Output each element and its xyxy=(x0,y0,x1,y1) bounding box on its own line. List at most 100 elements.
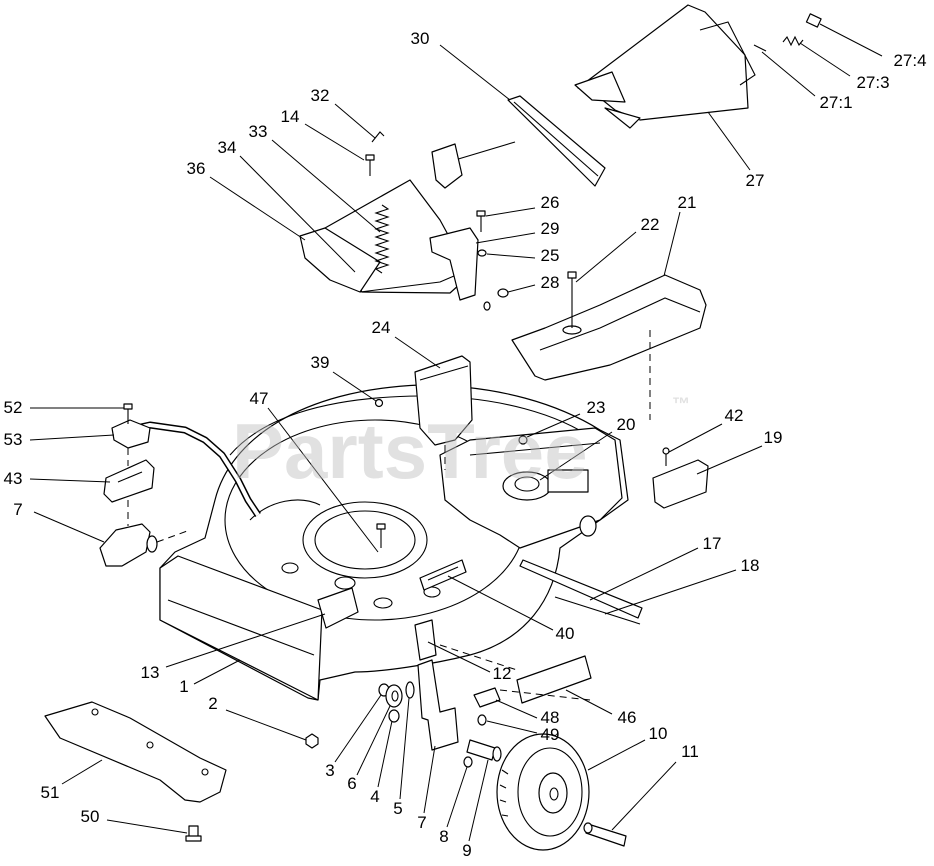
leader-46 xyxy=(565,689,613,715)
callout-50: 50 xyxy=(81,807,100,826)
leader-7-bottom xyxy=(423,745,436,814)
leader-39 xyxy=(332,371,377,402)
part-51-hole xyxy=(91,708,99,716)
deck-boss xyxy=(334,576,356,590)
leader-29 xyxy=(475,232,536,244)
wheel-axle-hole xyxy=(549,787,559,801)
belt-cover-group xyxy=(511,271,707,381)
part-12-bracket xyxy=(414,619,437,661)
callout-19: 19 xyxy=(764,428,783,447)
leader-36 xyxy=(209,176,306,241)
callout-42: 42 xyxy=(725,406,744,425)
part-53-handle-bracket xyxy=(111,419,151,449)
callout-30: 30 xyxy=(411,29,430,48)
leader-25 xyxy=(486,253,536,259)
callout-48: 48 xyxy=(541,708,560,727)
callout-2: 2 xyxy=(208,694,217,713)
callout-5: 5 xyxy=(393,799,402,818)
callout-27-3: 27:3 xyxy=(856,73,889,92)
callout-27-1: 27:1 xyxy=(819,93,852,112)
callout-11: 11 xyxy=(681,742,699,761)
leader-5 xyxy=(399,697,410,800)
callout-32: 32 xyxy=(311,86,330,105)
leader-28 xyxy=(507,284,536,293)
part-11-bolt-head xyxy=(583,822,593,834)
lower-parts-group xyxy=(44,559,627,851)
deck-boss xyxy=(373,597,393,609)
part-33-spring xyxy=(374,204,390,274)
part-51-hole xyxy=(201,768,209,776)
callout-51: 51 xyxy=(41,783,60,802)
part-48-clip xyxy=(473,687,501,708)
callout-27-4: 27:4 xyxy=(893,51,926,70)
leader-27 xyxy=(707,111,751,171)
leader-51 xyxy=(61,759,103,785)
part-13-plate xyxy=(317,587,359,629)
part-47-bolt-head xyxy=(376,523,386,530)
handle-rail-fill xyxy=(117,423,260,517)
wheel-rim xyxy=(517,747,583,837)
leader-20 xyxy=(539,431,613,481)
leader-12 xyxy=(427,641,491,673)
leader-19 xyxy=(696,445,763,475)
part-25-washer xyxy=(477,249,487,257)
part-23-nut xyxy=(518,435,528,445)
callout-14: 14 xyxy=(281,107,300,126)
leader-11 xyxy=(611,761,677,831)
leader-22 xyxy=(575,231,637,283)
callout-4: 4 xyxy=(370,787,379,806)
leader-26 xyxy=(485,207,536,217)
part-6-spacer-bore xyxy=(391,690,399,702)
centerline-46-bracket xyxy=(439,644,518,671)
part-51-bracket xyxy=(44,701,227,803)
callout-8: 8 xyxy=(439,827,448,846)
part-18-rod xyxy=(554,596,641,625)
callout-labels: 30 27:4 27:3 27:1 27 32 14 33 34 36 26 2… xyxy=(4,29,927,860)
callout-34: 34 xyxy=(218,138,237,157)
callout-26: 26 xyxy=(541,193,560,212)
callout-53: 53 xyxy=(4,430,23,449)
leader-3 xyxy=(334,694,382,763)
callout-18: 18 xyxy=(741,556,760,575)
callout-7-bottom: 7 xyxy=(417,813,426,832)
leader-47 xyxy=(267,407,379,553)
callout-10: 10 xyxy=(649,724,668,743)
part-49-screw xyxy=(477,714,487,726)
callout-40: 40 xyxy=(556,624,575,643)
callout-52: 52 xyxy=(4,398,23,417)
watermark-trademark: ™ xyxy=(672,394,690,414)
baffle-fold xyxy=(419,365,469,381)
part-28-nut xyxy=(497,288,509,298)
callout-12: 12 xyxy=(493,664,512,683)
leader-9 xyxy=(468,759,489,842)
part-40-label-text xyxy=(427,566,459,581)
leader-30 xyxy=(439,44,511,101)
callout-21: 21 xyxy=(678,193,697,212)
part-42-screw-head xyxy=(662,447,670,455)
deck-blade-ring-inner xyxy=(314,510,416,570)
transmission-edge xyxy=(469,442,601,456)
leader-27-1 xyxy=(761,51,816,97)
deck-blade-ring-outer xyxy=(302,501,428,579)
centerline-11-bracket xyxy=(499,689,591,701)
part-17-axle xyxy=(519,559,643,619)
leader-8 xyxy=(446,766,468,828)
leader-2 xyxy=(225,709,307,741)
part-32-pin xyxy=(371,131,385,143)
part-26-bolt-head xyxy=(476,210,486,217)
leader-21 xyxy=(663,211,681,277)
leader-1 xyxy=(193,659,241,685)
handle-group xyxy=(99,403,261,567)
part-46-strip xyxy=(516,655,592,704)
part-5-shaft xyxy=(405,681,415,699)
leader-13 xyxy=(165,613,326,668)
part-29-bracket xyxy=(429,227,479,301)
callout-29: 29 xyxy=(541,219,560,238)
callout-33: 33 xyxy=(249,122,268,141)
callout-27: 27 xyxy=(746,171,765,190)
leader-42 xyxy=(668,423,723,453)
part-27-chute-handle xyxy=(699,21,756,86)
callout-47: 47 xyxy=(250,389,269,408)
part-22-bolt-head xyxy=(567,271,577,279)
centerline-7-deck xyxy=(156,529,191,543)
